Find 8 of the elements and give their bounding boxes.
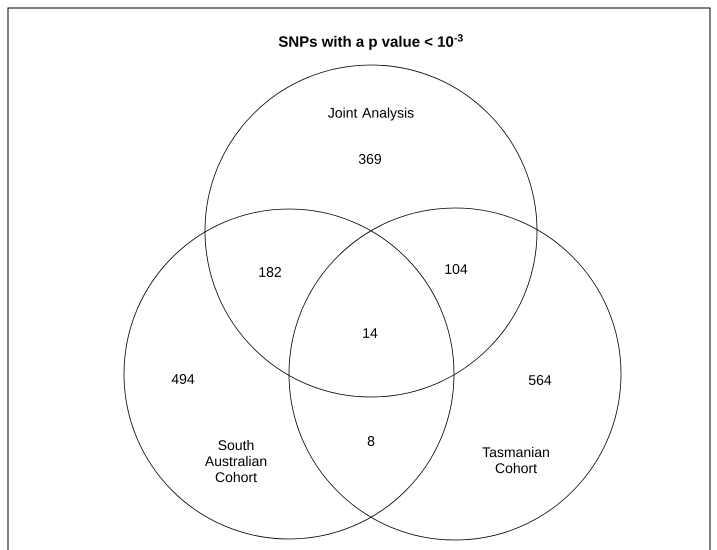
count-label: 494 xyxy=(172,374,194,384)
count-label: 14 xyxy=(363,328,378,338)
count-label: 8 xyxy=(368,436,374,446)
title: SNPs with a p value < 10$^{-3}$ xyxy=(278,34,463,50)
count-label: 182 xyxy=(259,267,281,277)
count-label: 104 xyxy=(445,264,468,274)
count-label: 369 xyxy=(358,154,382,164)
count-label: 564 xyxy=(528,375,552,385)
